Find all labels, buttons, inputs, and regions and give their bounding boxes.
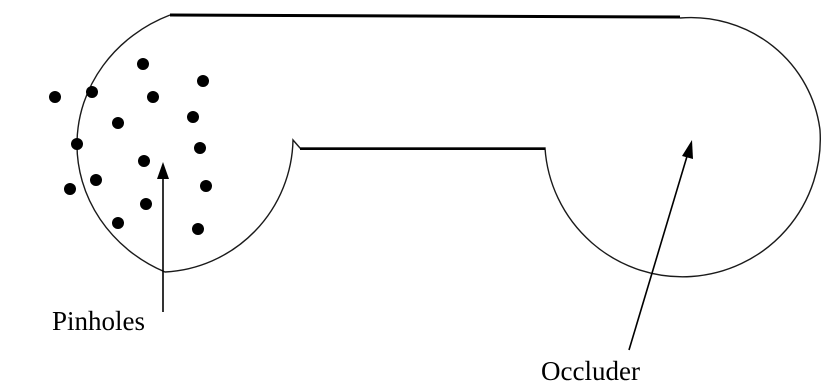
pinhole (194, 142, 206, 154)
pinhole (90, 174, 102, 186)
pinhole (137, 58, 149, 70)
pinhole (49, 91, 61, 103)
occluder-top-edge (169, 13, 681, 19)
occluder-arrow (628, 140, 693, 351)
pinhole (138, 155, 150, 167)
occluder-label: Occluder (541, 356, 640, 386)
pinhole (140, 198, 152, 210)
pinhole (86, 86, 98, 98)
pinholes-arrow (157, 162, 169, 312)
pinhole (147, 91, 159, 103)
occluder-outline (76, 14, 821, 278)
pinhole (112, 217, 124, 229)
pinhole (192, 223, 204, 235)
pinhole (187, 111, 199, 123)
pinhole (197, 75, 209, 87)
pinholes-group (49, 58, 212, 235)
pinhole (64, 183, 76, 195)
pinhole (112, 117, 124, 129)
pinholes-label: Pinholes (52, 306, 146, 336)
pinhole (71, 138, 83, 150)
pinhole (200, 180, 212, 192)
